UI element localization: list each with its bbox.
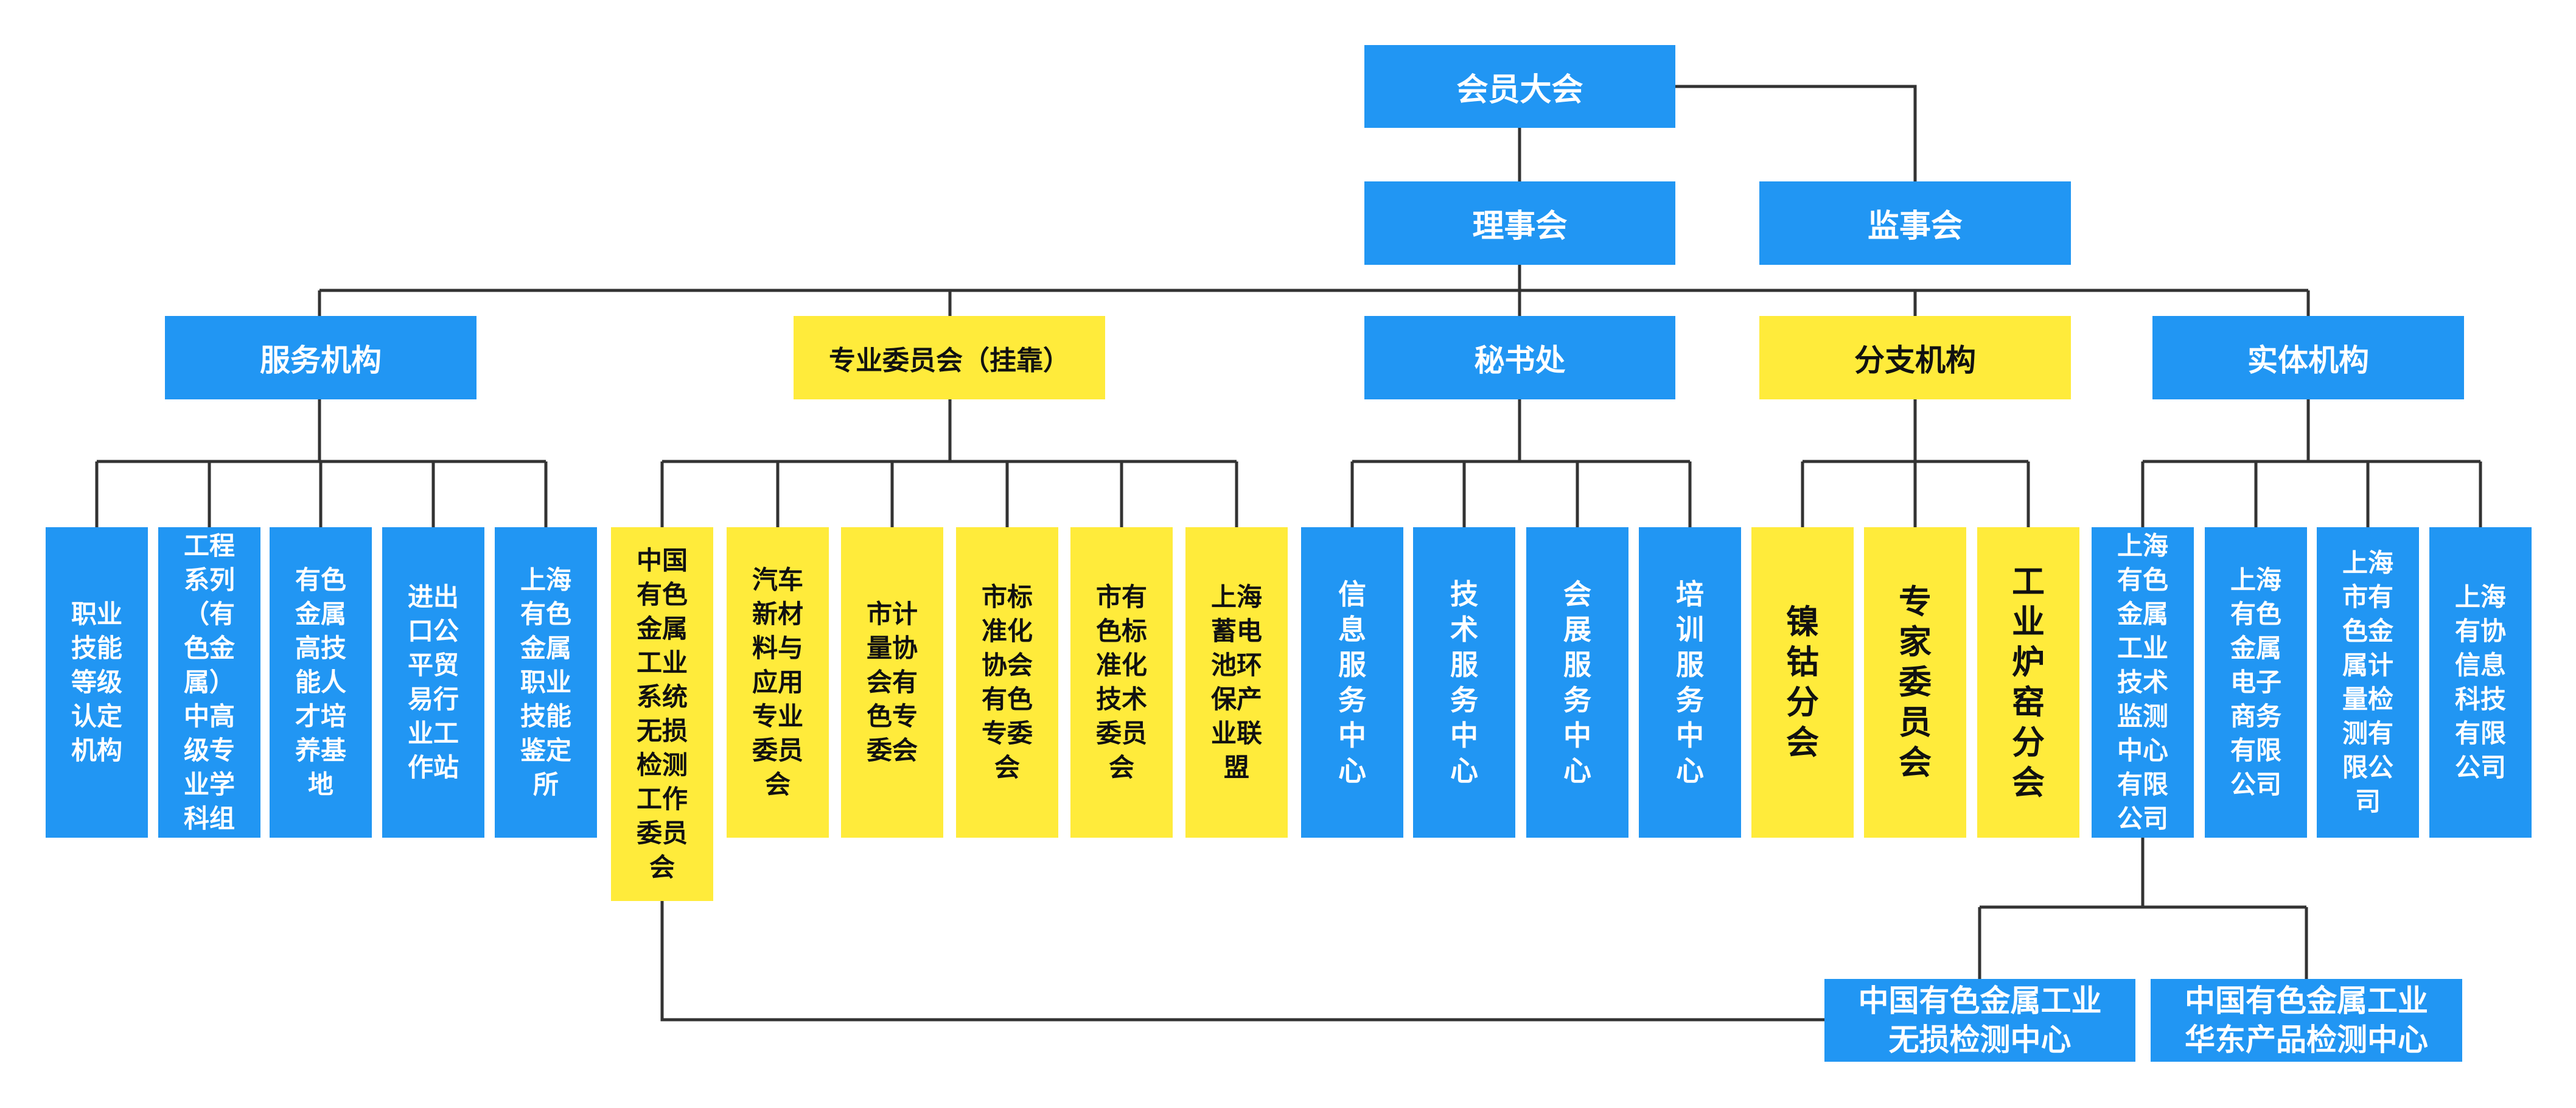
committee-child-label: 上海 蓄电 池环 保产 业联 盟 <box>1210 582 1262 782</box>
connector <box>660 901 1824 1022</box>
branch-child-label: 专 家 委 员 会 <box>1899 583 1932 782</box>
branch-child-box: 专 家 委 员 会 <box>1864 527 1966 838</box>
secretariat-box: 秘书处 <box>1364 316 1675 399</box>
committee-child-box: 上海 蓄电 池环 保产 业联 盟 <box>1185 527 1288 838</box>
connector <box>1675 85 1917 181</box>
entity-child-label: 上海 有色 金属 工业 技术 监测 中心 有限 公司 <box>2117 531 2168 833</box>
branch-child-label: 工 业 炉 窑 分 会 <box>2012 563 2045 802</box>
service-child-label: 进出 口公 平贸 易行 业工 作站 <box>407 582 459 782</box>
service-child-label: 有色 金属 高技 能人 才培 养基 地 <box>295 565 346 799</box>
branch-child-box: 镍 钴 分 会 <box>1751 527 1854 838</box>
service-child-label: 职业 技能 等级 认定 机构 <box>71 599 122 765</box>
supervisory-board-label: 监事会 <box>1867 208 1963 245</box>
service-org-box: 服务机构 <box>165 316 476 399</box>
secretariat-child-label: 会 展 服 务 中 心 <box>1563 578 1591 787</box>
secretariat-child-box: 信 息 服 务 中 心 <box>1301 527 1403 838</box>
entity-child-box: 上海 市有 色金 属计 量检 测有 限公 司 <box>2317 527 2419 838</box>
east-china-testing-center-box: 中国有色金属工业 华东产品检测中心 <box>2151 979 2462 1062</box>
branch-org-box: 分支机构 <box>1759 316 2071 399</box>
service-child-label: 上海 有色 金属 职业 技能 鉴定 所 <box>520 565 571 799</box>
committee-child-label: 市标 准化 协会 有色 专委 会 <box>981 582 1033 782</box>
committee-child-box: 中国 有色 金属 工业 系统 无损 检测 工作 委员 会 <box>611 527 713 901</box>
east-china-testing-center-label: 中国有色金属工业 华东产品检测中心 <box>2185 983 2428 1057</box>
committee-child-label: 市计 量协 会有 色专 委会 <box>866 599 918 765</box>
service-child-box: 进出 口公 平贸 易行 业工 作站 <box>382 527 484 838</box>
entity-org-label: 实体机构 <box>2247 342 2369 378</box>
entity-child-label: 上海 有色 金属 电子 商务 有限 公司 <box>2230 565 2281 799</box>
service-child-box: 工程 系列 （有 色金 属） 中高 级专 业学 科组 <box>158 527 260 838</box>
entity-child-box: 上海 有协 信息 科技 有限 公司 <box>2429 527 2532 838</box>
committee-child-label: 中国 有色 金属 工业 系统 无损 检测 工作 委员 会 <box>636 545 688 882</box>
professional-committee-label: 专业委员会（挂靠） <box>829 345 1070 376</box>
member-assembly-box: 会员大会 <box>1364 45 1675 128</box>
entity-child-label: 上海 市有 色金 属计 量检 测有 限公 司 <box>2342 548 2393 816</box>
entity-org-box: 实体机构 <box>2152 316 2464 399</box>
service-child-label: 工程 系列 （有 色金 属） 中高 级专 业学 科组 <box>183 531 235 833</box>
service-child-box: 职业 技能 等级 认定 机构 <box>46 527 148 838</box>
council-label: 理事会 <box>1472 208 1568 245</box>
supervisory-board-box: 监事会 <box>1759 181 2071 265</box>
branch-child-label: 镍 钴 分 会 <box>1786 603 1819 762</box>
service-child-box: 上海 有色 金属 职业 技能 鉴定 所 <box>495 527 597 838</box>
secretariat-child-box: 培 训 服 务 中 心 <box>1639 527 1741 838</box>
ndt-center-label: 中国有色金属工业 无损检测中心 <box>1858 983 2102 1057</box>
secretariat-child-label: 培 训 服 务 中 心 <box>1676 578 1704 787</box>
committee-child-label: 市有 色标 准化 技术 委员 会 <box>1095 582 1147 782</box>
secretariat-child-box: 技 术 服 务 中 心 <box>1413 527 1515 838</box>
branch-org-label: 分支机构 <box>1854 342 1976 378</box>
branch-child-box: 工 业 炉 窑 分 会 <box>1977 527 2079 838</box>
secretariat-child-label: 技 术 服 务 中 心 <box>1450 578 1478 787</box>
committee-child-box: 汽车 新材 料与 应用 专业 委员 会 <box>727 527 829 838</box>
entity-child-label: 上海 有协 信息 科技 有限 公司 <box>2454 582 2506 782</box>
service-org-label: 服务机构 <box>260 342 382 378</box>
member-assembly-label: 会员大会 <box>1456 71 1583 108</box>
secretariat-child-label: 信 息 服 务 中 心 <box>1338 578 1366 787</box>
entity-child-box: 上海 有色 金属 工业 技术 监测 中心 有限 公司 <box>2092 527 2194 838</box>
committee-child-box: 市有 色标 准化 技术 委员 会 <box>1070 527 1173 838</box>
ndt-center-box: 中国有色金属工业 无损检测中心 <box>1824 979 2135 1062</box>
professional-committee-box: 专业委员会（挂靠） <box>794 316 1105 399</box>
secretariat-child-box: 会 展 服 务 中 心 <box>1526 527 1628 838</box>
committee-child-box: 市计 量协 会有 色专 委会 <box>841 527 943 838</box>
committee-child-label: 汽车 新材 料与 应用 专业 委员 会 <box>752 565 803 799</box>
service-child-box: 有色 金属 高技 能人 才培 养基 地 <box>270 527 372 838</box>
council-box: 理事会 <box>1364 181 1675 265</box>
secretariat-label: 秘书处 <box>1474 342 1566 378</box>
entity-child-box: 上海 有色 金属 电子 商务 有限 公司 <box>2205 527 2307 838</box>
committee-child-box: 市标 准化 协会 有色 专委 会 <box>956 527 1058 838</box>
